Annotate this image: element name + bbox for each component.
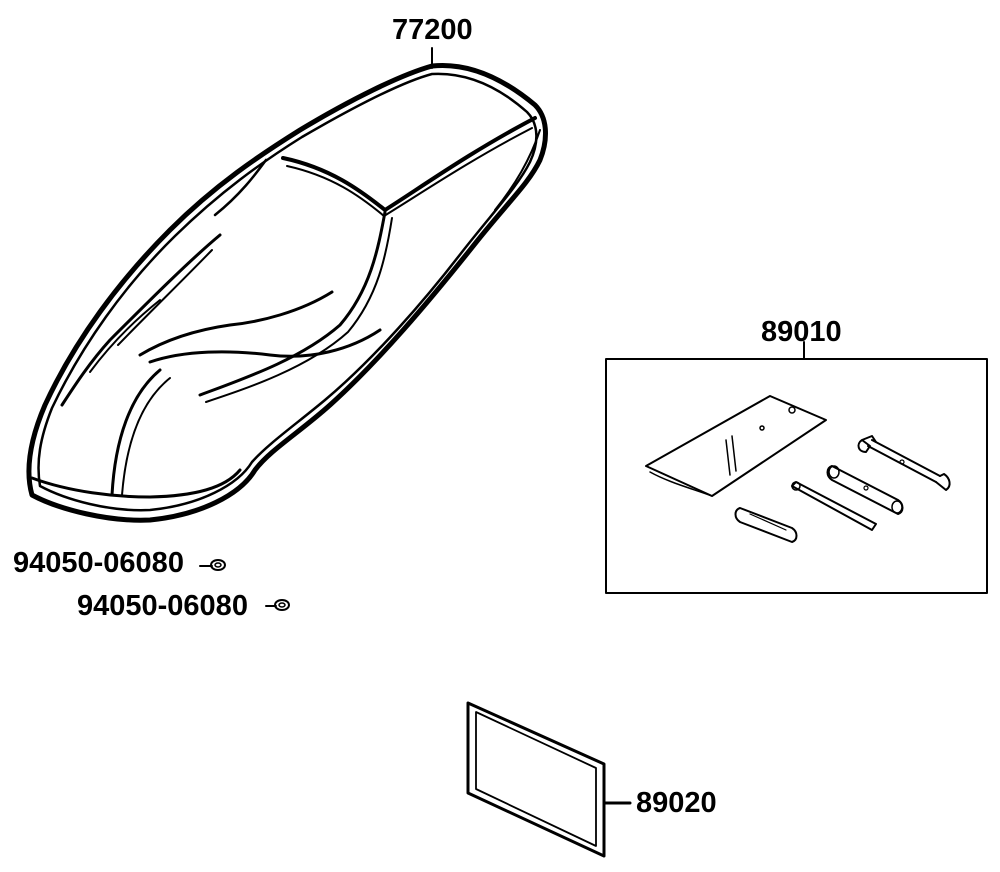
part-number-manual-sheet[interactable]: 89020 — [636, 787, 717, 819]
part-number-nut-1[interactable]: 94050-06080 — [13, 547, 184, 579]
part-number-tool-kit[interactable]: 89010 — [761, 316, 842, 348]
part-number-seat[interactable]: 77200 — [392, 14, 473, 46]
part-number-nut-2[interactable]: 94050-06080 — [77, 590, 248, 622]
nut-1-drawing[interactable] — [199, 559, 226, 571]
nut-2-drawing[interactable] — [265, 599, 290, 611]
manual-sheet-drawing[interactable] — [466, 701, 632, 858]
seat-drawing[interactable] — [26, 47, 548, 523]
tool-kit-drawing[interactable] — [605, 341, 988, 594]
